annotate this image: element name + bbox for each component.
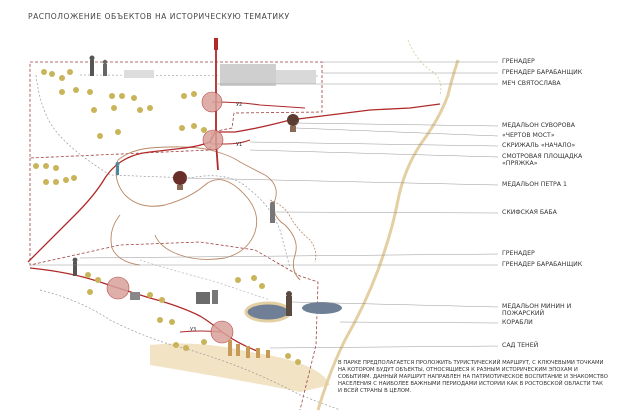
label-text: СМОТРОВАЯ ПЛОЩАДКА xyxy=(502,153,583,160)
sand-area xyxy=(150,343,330,392)
winding-trail-1 xyxy=(117,146,301,281)
monument-scythian-baba xyxy=(270,201,275,223)
label-scythian-baba: СКИФСКАЯ БАБА xyxy=(502,209,557,216)
label-grenader-2: ГРЕНАДЕР xyxy=(502,250,535,257)
trees xyxy=(33,69,301,365)
mark-u1: У1 xyxy=(236,142,242,148)
building-1 xyxy=(220,64,276,86)
label-text: «ПРЯЖКА» xyxy=(502,160,538,168)
leader-lines xyxy=(30,61,499,349)
junction-circle-west xyxy=(106,276,130,300)
label-sword-svyatoslav: МЕЧ СВЯТОСЛАВА xyxy=(502,80,561,87)
label-text: ГРЕНАДЕР БАРАБАНЩИК xyxy=(502,261,583,268)
monument-grenader-south xyxy=(72,257,78,276)
mark-u3: У3 xyxy=(190,327,196,333)
mark-u2: У2 xyxy=(236,102,242,108)
label-text: ГРЕНАДЕР БАРАБАНЩИК xyxy=(502,69,583,76)
sand-path xyxy=(316,59,460,411)
garden-shadows-structures xyxy=(228,340,270,358)
park-boundary-north xyxy=(29,61,323,159)
pond xyxy=(244,301,292,323)
label-text: ПОЖАРСКИЙ xyxy=(502,310,545,318)
label-tablet-nachalo: СКРИЖАЛЬ «НАЧАЛО» xyxy=(502,142,575,149)
grey-path-1 xyxy=(35,74,291,269)
label-viewing-platform: СМОТРОВАЯ ПЛОЩАДКА «ПРЯЖКА» xyxy=(502,153,582,168)
monument-peter xyxy=(173,171,187,190)
ship-shape xyxy=(302,302,342,314)
monument-drummer-north xyxy=(102,59,108,76)
tourist-route-north xyxy=(27,103,441,263)
junction-circle-u2 xyxy=(201,91,223,113)
grey-path-4 xyxy=(139,259,271,301)
route-description: В ПАРКЕ ПРЕДПОЛАГАЕТСЯ ПРОЛОЖИТЬ ТУРИСТИ… xyxy=(338,360,608,395)
building-3 xyxy=(124,70,154,78)
label-medallion-minin: МЕДАЛЬОН МИНИН И ПОЖАРСКИЙ xyxy=(502,303,571,318)
monument-grenader-north xyxy=(89,55,95,76)
junction-circle-u3 xyxy=(210,320,234,344)
label-text: САД ТЕНЕЙ xyxy=(502,342,539,349)
label-text: СКРИЖАЛЬ «НАЧАЛО» xyxy=(502,142,576,149)
label-text: ГРЕНАДЕР xyxy=(502,58,535,65)
person-figure xyxy=(115,162,120,175)
page-title: РАСПОЛОЖЕНИЕ ОБЪЕКТОВ НА ИСТОРИЧЕСКУЮ ТЕ… xyxy=(28,12,290,21)
label-ships: КОРАБЛИ xyxy=(502,319,533,326)
winding-trail-3 xyxy=(110,214,141,266)
route-branch-u1 xyxy=(212,139,251,145)
label-text: МЕДАЛЬОН ПЕТРА 1 xyxy=(502,181,567,188)
label-medallion-suvorov: МЕДАЛЬОН СУВОРОВА xyxy=(502,122,575,129)
monument-group xyxy=(130,290,218,304)
label-medallion-peter: МЕДАЛЬОН ПЕТРА 1 xyxy=(502,181,567,188)
label-text: ГРЕНАДЕР xyxy=(502,250,535,257)
grey-path-3 xyxy=(39,289,341,411)
winding-trail-2 xyxy=(115,159,258,260)
label-text: «ЧЕРТОВ МОСТ» xyxy=(502,132,555,139)
label-text: МЕЧ СВЯТОСЛАВА xyxy=(502,80,561,87)
label-garden-shadows: САД ТЕНЕЙ xyxy=(502,342,538,349)
label-devils-bridge: «ЧЕРТОВ МОСТ» xyxy=(502,132,555,139)
sword-marker xyxy=(214,38,218,50)
label-grenader-1: ГРЕНАДЕР xyxy=(502,58,535,65)
park-boundary-south xyxy=(29,158,319,411)
label-grenader-drummer-2: ГРЕНАДЕР БАРАБАНЩИК xyxy=(502,261,582,268)
label-text: СКИФСКАЯ БАБА xyxy=(502,209,557,216)
label-text: МЕДАЛЬОН СУВОРОВА xyxy=(502,122,575,129)
sand-path-branch xyxy=(407,39,442,96)
dotted-trail xyxy=(269,199,317,263)
label-grenader-drummer-1: ГРЕНАДЕР БАРАБАНЩИК xyxy=(502,69,582,76)
route-branch-u2 xyxy=(211,101,306,109)
monument-minin xyxy=(286,291,292,316)
label-text: КОРАБЛИ xyxy=(502,319,533,326)
label-text: МЕДАЛЬОН МИНИН И xyxy=(502,303,572,310)
building-2 xyxy=(276,70,316,84)
junction-circle-u1 xyxy=(202,129,224,151)
